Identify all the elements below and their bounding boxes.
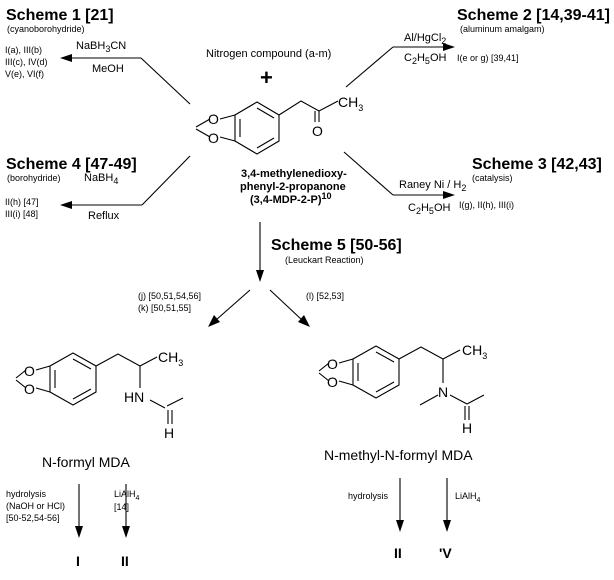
left-product-ring xyxy=(49,352,97,406)
scheme2-reagent: Al/HgCl2 xyxy=(404,32,446,46)
scheme2-product: I(e or g) [39,41] xyxy=(457,53,519,63)
right-atom-o-upper: O xyxy=(327,356,338,372)
left-atom-ch3: CH3 xyxy=(158,349,183,368)
right-atom-ch3: CH3 xyxy=(462,342,487,361)
ketone-name-line1: 3,4-methylenedioxy- xyxy=(241,168,347,180)
scheme4-reagent: NaBH4 xyxy=(84,172,118,186)
atom-o-upper: O xyxy=(208,111,219,127)
scheme2-subtitle: (aluminum amalgam) xyxy=(460,24,545,34)
left-atom-hn: HN xyxy=(124,389,144,405)
right-lialh4-arrow xyxy=(443,478,451,532)
scheme1-arrow xyxy=(60,54,191,105)
scheme3-reagent: Raney Ni / H2 xyxy=(399,179,466,193)
left-product-name: N-formyl MDA xyxy=(42,454,131,470)
scheme1-title: Scheme 1 [21] xyxy=(6,7,114,24)
n-methyl-n-formyl-mda-structure: O O CH3 N H xyxy=(318,342,487,436)
scheme2-title: Scheme 2 [14,39-41] xyxy=(457,7,610,24)
right-atom-o-lower: O xyxy=(327,374,338,390)
scheme1-subtitle: (cyanoborohydride) xyxy=(7,24,85,34)
right-product-name: N-methyl-N-formyl MDA xyxy=(324,447,473,463)
left-hydrolysis-condition: (NaOH or HCl) xyxy=(6,501,65,511)
left-lialh4-label: LiAlH4 xyxy=(114,489,140,502)
scheme1-product-3: V(e), VI(f) xyxy=(5,69,44,79)
scheme5-subtitle: (Leuckart Reaction) xyxy=(285,255,364,265)
left-hydrolysis-arrow xyxy=(75,484,83,538)
benzene-ring xyxy=(234,101,280,155)
right-atom-h: H xyxy=(462,420,472,436)
scheme3-solvent: C2H5OH xyxy=(408,202,450,216)
scheme3-title: Scheme 3 [42,43] xyxy=(472,156,602,173)
right-product-ring xyxy=(352,345,400,399)
plus-sign: + xyxy=(260,65,273,90)
scheme1-solvent: MeOH xyxy=(92,63,124,75)
left-result-ii: II xyxy=(121,553,129,569)
nitrogen-compound-label: Nitrogen compound (a-m) xyxy=(206,48,331,60)
scheme1-product-2: III(c), IV(d) xyxy=(5,57,48,67)
left-lialh4-arrow xyxy=(122,484,130,538)
scheme4-product-2: III(i) [48] xyxy=(5,209,38,219)
scheme1-reagent: NaBH3CN xyxy=(76,40,126,54)
mdp2p-structure: O O O CH3 xyxy=(195,94,363,155)
right-hydrolysis-label: hydrolysis xyxy=(348,491,389,501)
left-result-i: I xyxy=(76,553,80,569)
left-atom-o-lower: O xyxy=(24,381,35,397)
scheme5-left-branch xyxy=(208,289,251,327)
left-atom-o-upper: O xyxy=(24,363,35,379)
scheme5-title: Scheme 5 [50-56] xyxy=(271,237,402,254)
left-lialh4-ref: [14] xyxy=(114,502,129,512)
scheme5-main-arrow xyxy=(256,222,264,282)
scheme2-solvent: C2H5OH xyxy=(404,52,446,66)
atom-ch3-ketone: CH3 xyxy=(338,94,363,113)
left-atom-h: H xyxy=(164,425,174,441)
right-result-v: 'V xyxy=(439,545,452,561)
scheme4-product-1: II(h) [47] xyxy=(5,197,39,207)
scheme1-product-1: I(a), III(b) xyxy=(5,45,42,55)
scheme5-right-branch xyxy=(269,289,310,327)
scheme3-product: I(g), II(h), III(i) xyxy=(459,200,514,210)
atom-o-lower: O xyxy=(208,130,219,146)
scheme5-left-ref-2: (k) [50,51,55] xyxy=(138,303,191,313)
scheme4-title: Scheme 4 [47-49] xyxy=(6,156,137,173)
scheme3-arrow xyxy=(343,151,455,199)
right-atom-n: N xyxy=(438,384,448,400)
scheme4-arrow xyxy=(60,155,191,209)
scheme4-subtitle: (borohydride) xyxy=(7,173,61,183)
scheme5-left-ref-1: (j) [50,51,54,56] xyxy=(138,291,201,301)
ketone-abbreviation: (3,4-MDP-2-P)10 xyxy=(250,191,332,206)
scheme4-solvent: Reflux xyxy=(88,210,120,222)
atom-o-carbonyl: O xyxy=(312,123,323,139)
ketone-name-line2: phenyl-2-propanone xyxy=(240,181,346,193)
right-hydrolysis-arrow xyxy=(396,478,404,532)
left-hydrolysis-ref: [50-52,54-56] xyxy=(6,513,60,523)
n-formyl-mda-structure: O O CH3 HN H xyxy=(15,349,183,441)
right-lialh4-label: LiAlH4 xyxy=(455,491,481,504)
right-result-ii: II xyxy=(394,545,402,561)
scheme3-subtitle: (catalysis) xyxy=(472,173,513,183)
scheme2-arrow xyxy=(345,43,455,88)
left-hydrolysis-label: hydrolysis xyxy=(6,489,47,499)
scheme5-right-ref-1: (l) [52,53] xyxy=(306,291,344,301)
